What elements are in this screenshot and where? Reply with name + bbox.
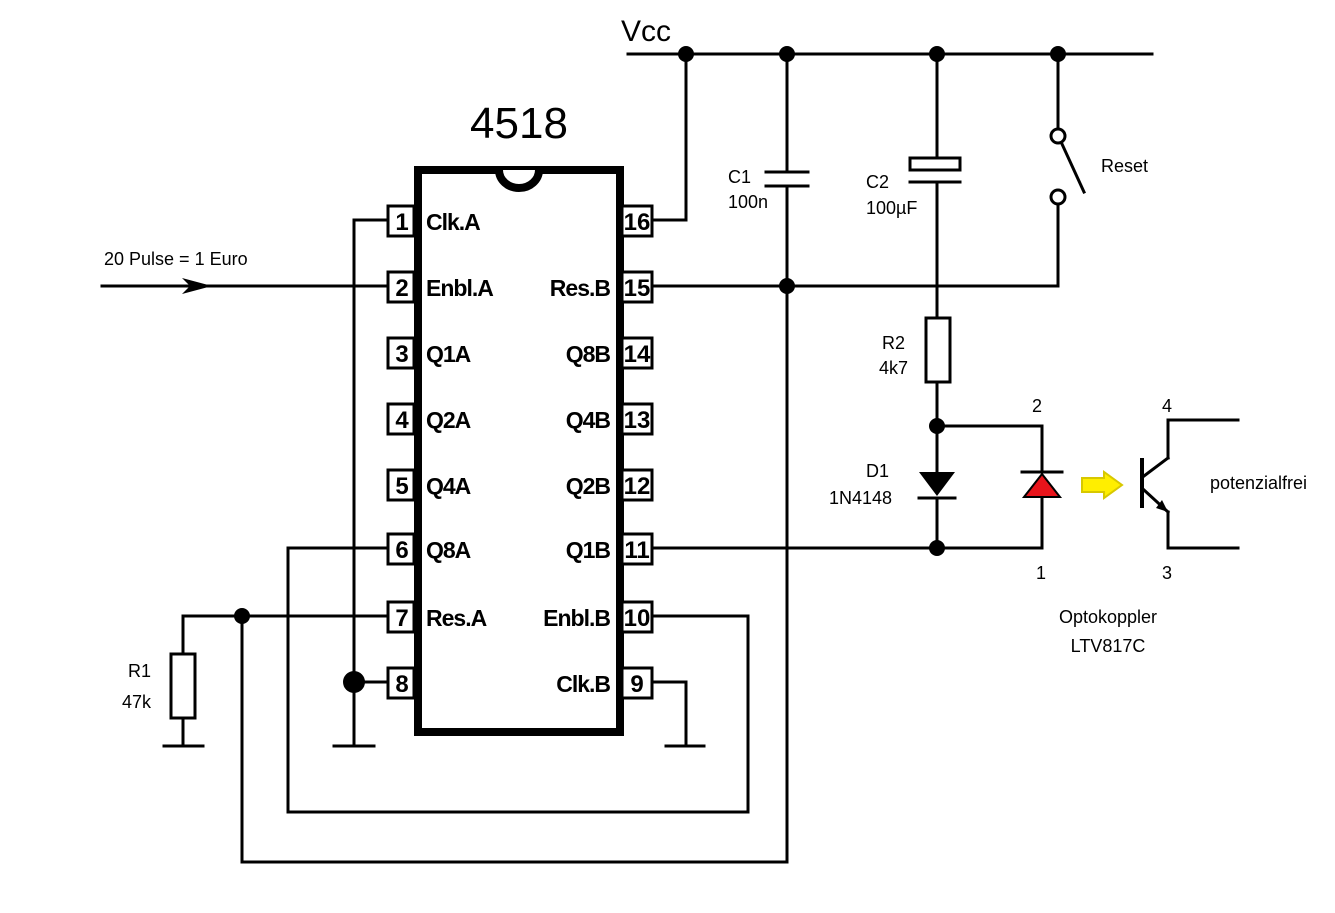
svg-text:Q4A: Q4A — [426, 473, 471, 499]
svg-text:Clk.A: Clk.A — [426, 209, 480, 235]
right-pins: 16 15 Res.B 14 Q8B 13 Q4B 12 Q2B 11 Q1B — [543, 204, 654, 700]
light-arrow-icon — [1081, 470, 1124, 500]
vcc-label: Vcc — [621, 15, 671, 48]
input-label: 20 Pulse = 1 Euro — [104, 249, 248, 269]
svg-text:Enbl.A: Enbl.A — [426, 275, 493, 301]
pin-15: 15 Res.B — [550, 270, 654, 304]
svg-text:1N4148: 1N4148 — [829, 488, 892, 508]
reset-switch: Reset — [1049, 127, 1148, 206]
pin-16: 16 — [620, 204, 654, 238]
svg-text:11: 11 — [624, 537, 649, 564]
svg-text:3: 3 — [1162, 563, 1172, 583]
svg-text:6: 6 — [395, 537, 408, 564]
input-arrow-icon — [182, 278, 212, 294]
svg-text:Clk.B: Clk.B — [556, 671, 610, 697]
svg-text:D1: D1 — [866, 461, 889, 481]
svg-text:13: 13 — [624, 407, 651, 434]
svg-text:3: 3 — [395, 341, 408, 368]
svg-text:Reset: Reset — [1101, 156, 1148, 176]
led-icon — [1020, 470, 1064, 498]
pin-10: 10 Enbl.B — [543, 600, 654, 634]
svg-text:Res.A: Res.A — [426, 605, 487, 631]
svg-text:47k: 47k — [122, 692, 152, 712]
svg-text:C2: C2 — [866, 172, 889, 192]
svg-text:100n: 100n — [728, 192, 768, 212]
optocoupler-part: LTV817C — [1071, 636, 1146, 656]
svg-text:2: 2 — [1032, 396, 1042, 416]
svg-text:R2: R2 — [882, 333, 905, 353]
pin-8: 8 — [386, 666, 416, 700]
pin-13: 13 Q4B — [566, 402, 654, 436]
resistor-r2: R2 4k7 — [879, 316, 952, 384]
svg-text:4: 4 — [395, 407, 409, 434]
svg-text:8: 8 — [395, 671, 408, 698]
svg-text:10: 10 — [624, 605, 651, 632]
svg-text:15: 15 — [624, 275, 651, 302]
capacitor-c1: C1 100n — [728, 167, 810, 212]
svg-text:16: 16 — [624, 209, 651, 236]
svg-text:9: 9 — [630, 671, 643, 698]
svg-text:100µF: 100µF — [866, 198, 917, 218]
pin-7: 7 Res.A — [386, 600, 488, 634]
svg-text:4k7: 4k7 — [879, 358, 908, 378]
svg-text:Q8A: Q8A — [426, 537, 471, 563]
svg-text:Q2B: Q2B — [566, 473, 611, 499]
pin-12: 12 Q2B — [566, 468, 654, 502]
svg-text:7: 7 — [395, 605, 408, 632]
junctions — [234, 46, 1066, 693]
output-label: potenzialfrei — [1210, 473, 1307, 493]
capacitor-c2: C2 100µF — [866, 156, 962, 218]
pin-1: 1 Clk.A — [386, 204, 481, 238]
left-pins: 1 Clk.A 2 Enbl.A 3 Q1A 4 Q2A 5 Q4A 6 Q8A — [386, 204, 494, 700]
ic-title: 4518 — [470, 99, 568, 148]
pin-3: 3 Q1A — [386, 336, 472, 370]
svg-text:Q8B: Q8B — [566, 341, 611, 367]
svg-text:Q2A: Q2A — [426, 407, 471, 433]
svg-text:Enbl.B: Enbl.B — [543, 605, 610, 631]
pin-14: 14 Q8B — [566, 336, 654, 370]
svg-text:1: 1 — [1036, 563, 1046, 583]
optocoupler-name: Optokoppler — [1059, 607, 1157, 627]
phototransistor-icon — [1140, 455, 1171, 515]
ic-4518: 4518 — [414, 99, 624, 736]
pin-6: 6 Q8A — [386, 532, 472, 566]
resistor-r1: R1 47k — [122, 652, 197, 720]
svg-text:5: 5 — [395, 473, 408, 500]
svg-text:Q1A: Q1A — [426, 341, 471, 367]
svg-text:12: 12 — [624, 473, 651, 500]
svg-text:4: 4 — [1162, 396, 1172, 416]
pin-2: 2 Enbl.A — [386, 270, 494, 304]
optocoupler: 2 1 4 3 potenzialfrei Optokoppler LTV817… — [1020, 396, 1307, 656]
svg-text:Res.B: Res.B — [550, 275, 611, 301]
svg-text:Q4B: Q4B — [566, 407, 611, 433]
svg-text:R1: R1 — [128, 661, 151, 681]
pin-5: 5 Q4A — [386, 468, 472, 502]
svg-text:C1: C1 — [728, 167, 751, 187]
pin-11: 11 Q1B — [566, 532, 654, 566]
svg-text:2: 2 — [395, 275, 408, 302]
svg-text:1: 1 — [395, 209, 408, 236]
wires — [100, 52, 1240, 864]
svg-text:Q1B: Q1B — [566, 537, 611, 563]
diode-d1: D1 1N4148 — [829, 461, 957, 508]
pin-9: 9 Clk.B — [556, 666, 654, 700]
svg-text:14: 14 — [624, 341, 651, 368]
pin-4: 4 Q2A — [386, 402, 472, 436]
